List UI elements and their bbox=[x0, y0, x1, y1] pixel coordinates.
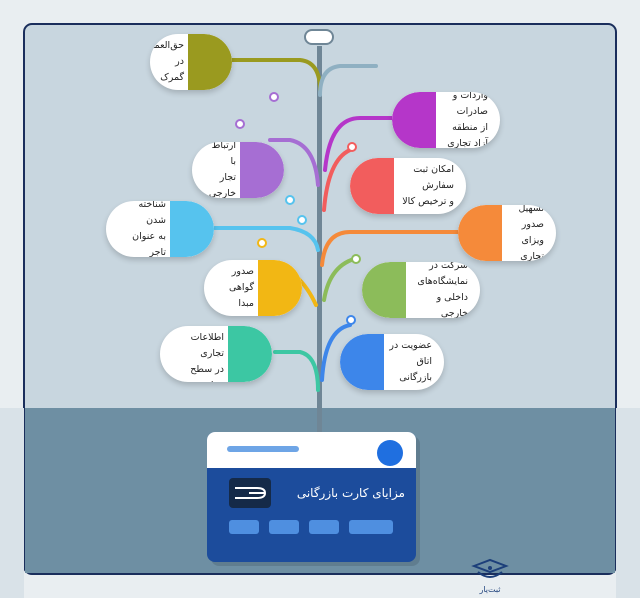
pill-cap bbox=[240, 142, 284, 198]
card-title: مزایای کارت بازرگانی bbox=[296, 486, 405, 500]
benefit-pill-9: مبادله اطلاعات تجاری در سطح جهان bbox=[160, 326, 272, 382]
pill-cap bbox=[258, 260, 302, 316]
branch-tip bbox=[235, 119, 245, 129]
pill-text-line: واردات و صادرات bbox=[452, 92, 488, 117]
pill-text-line: تسهیل صدور bbox=[518, 205, 544, 230]
pill-text-line: و ترخیص کالا bbox=[402, 196, 454, 207]
pill-cap bbox=[340, 334, 384, 390]
pill-cap bbox=[228, 326, 272, 382]
branch-9 bbox=[273, 350, 320, 392]
card-top-bar bbox=[227, 446, 299, 452]
brand-logo-icon bbox=[471, 558, 509, 578]
pill-cap bbox=[458, 205, 502, 261]
pill-cap bbox=[188, 34, 232, 90]
trunk-top-cap bbox=[304, 29, 334, 45]
pill-text-line: عضویت در bbox=[389, 340, 432, 351]
pill-text-line: حق‌العمل‌کاری bbox=[150, 40, 184, 51]
pill-text-line: شناخته شدن bbox=[138, 201, 166, 226]
branch-tip bbox=[347, 142, 357, 152]
branch-tip bbox=[285, 195, 295, 205]
pill-text-line: اتاق بازرگانی bbox=[399, 356, 432, 383]
pill-text-line: داخلی و خارجی bbox=[436, 292, 468, 318]
benefit-pill-1: حق‌العمل‌کاری در گمرک bbox=[150, 34, 232, 90]
pill-text-line: مبادله اطلاعات تجاری bbox=[190, 326, 224, 359]
pill-cap bbox=[392, 92, 436, 148]
branch-10 bbox=[320, 323, 352, 382]
branch-tip bbox=[346, 315, 356, 325]
benefit-pill-6: تسهیل صدور ویزای تجاری bbox=[458, 205, 556, 261]
pill-cap bbox=[170, 201, 214, 257]
pill-text-line: در سطح جهان bbox=[190, 364, 224, 382]
branch-6 bbox=[320, 230, 462, 267]
tree-trunk bbox=[317, 46, 322, 436]
pill-text-line: به عنوان تاجر bbox=[132, 231, 166, 257]
branch-tip bbox=[351, 254, 361, 264]
branch-4 bbox=[322, 148, 352, 212]
pill-text-line: ویزای تجاری bbox=[520, 235, 544, 261]
benefit-pill-7: صدور گواهی مبدا bbox=[204, 260, 302, 316]
benefit-pill-2: واردات و صادرات از منطقه آزاد تجاری bbox=[392, 92, 500, 148]
benefit-pill-10: عضویت در اتاق بازرگانی bbox=[340, 334, 444, 390]
benefit-pill-4: امکان ثبت سفارش و ترخیص کالا bbox=[350, 158, 466, 214]
pill-text-line: ارتباط با bbox=[211, 142, 236, 167]
card-button bbox=[349, 520, 393, 534]
pill-text-line: در گمرک bbox=[160, 56, 184, 83]
branch-tip bbox=[257, 238, 267, 248]
pill-text-line: تجار خارجی bbox=[208, 172, 236, 198]
card-button bbox=[309, 520, 339, 534]
card-chip-icon bbox=[229, 478, 271, 508]
branch-top-right bbox=[318, 64, 378, 97]
card-top-dot bbox=[377, 440, 403, 466]
branch-3 bbox=[268, 138, 320, 187]
pill-text-line: شرکت در نمایشگاه‌های bbox=[417, 262, 468, 287]
pill-text-line: از منطقه آزاد تجاری bbox=[447, 122, 488, 148]
pill-text-line: امکان ثبت سفارش bbox=[413, 164, 454, 191]
trade-card: مزایای کارت بازرگانی bbox=[207, 432, 416, 562]
benefit-pill-5: شناخته شدن به عنوان تاجر bbox=[106, 201, 214, 257]
brand-name: ثبت‌یار bbox=[479, 585, 501, 594]
card-button bbox=[229, 520, 259, 534]
branch-tip bbox=[297, 215, 307, 225]
pill-text-line: صدور گواهی مبدا bbox=[229, 266, 254, 309]
benefit-pill-3: ارتباط با تجار خارجی bbox=[192, 142, 284, 198]
pill-cap bbox=[350, 158, 394, 214]
branch-5 bbox=[213, 226, 320, 252]
branch-tip bbox=[269, 92, 279, 102]
card-button bbox=[269, 520, 299, 534]
branch-2 bbox=[323, 116, 402, 172]
benefit-pill-8: شرکت در نمایشگاه‌های داخلی و خارجی bbox=[362, 262, 480, 318]
pill-cap bbox=[362, 262, 406, 318]
